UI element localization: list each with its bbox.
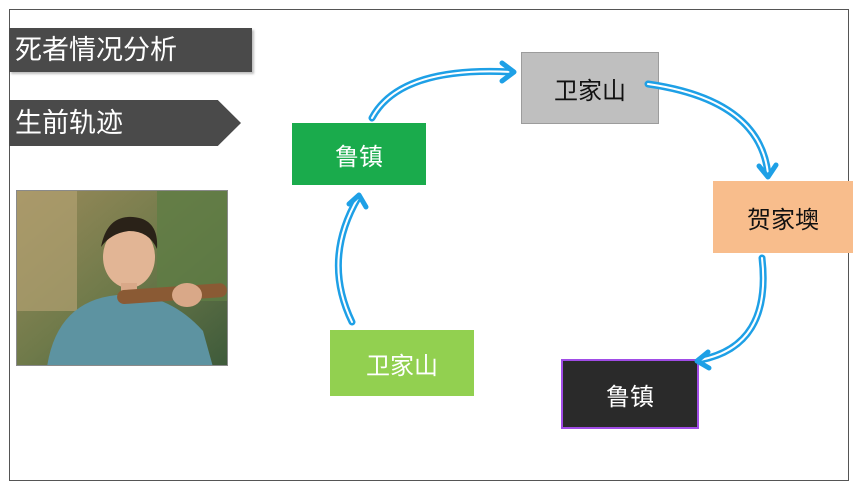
node-wei-family-mountain-top: 卫家山: [521, 52, 659, 124]
arrow-wei-to-he: [644, 80, 779, 180]
node-he-family-village: 贺家墺: [713, 181, 853, 253]
node-lu-town-end: 鲁镇: [561, 359, 699, 429]
portrait-photo: [16, 190, 228, 366]
node-lu-town-start: 鲁镇: [292, 123, 426, 185]
arrow-wei-to-lu-return: [334, 192, 369, 326]
node-wei-family-mountain-bottom: 卫家山: [330, 330, 474, 396]
arrow-he-to-lu: [694, 254, 767, 371]
subtitle-banner: 生前轨迹: [9, 100, 241, 146]
title-banner: 死者情况分析: [9, 28, 252, 72]
page-title: 死者情况分析: [15, 34, 177, 66]
arrow-lu-to-wei: [368, 60, 517, 122]
page-subtitle: 生前轨迹: [15, 107, 123, 139]
